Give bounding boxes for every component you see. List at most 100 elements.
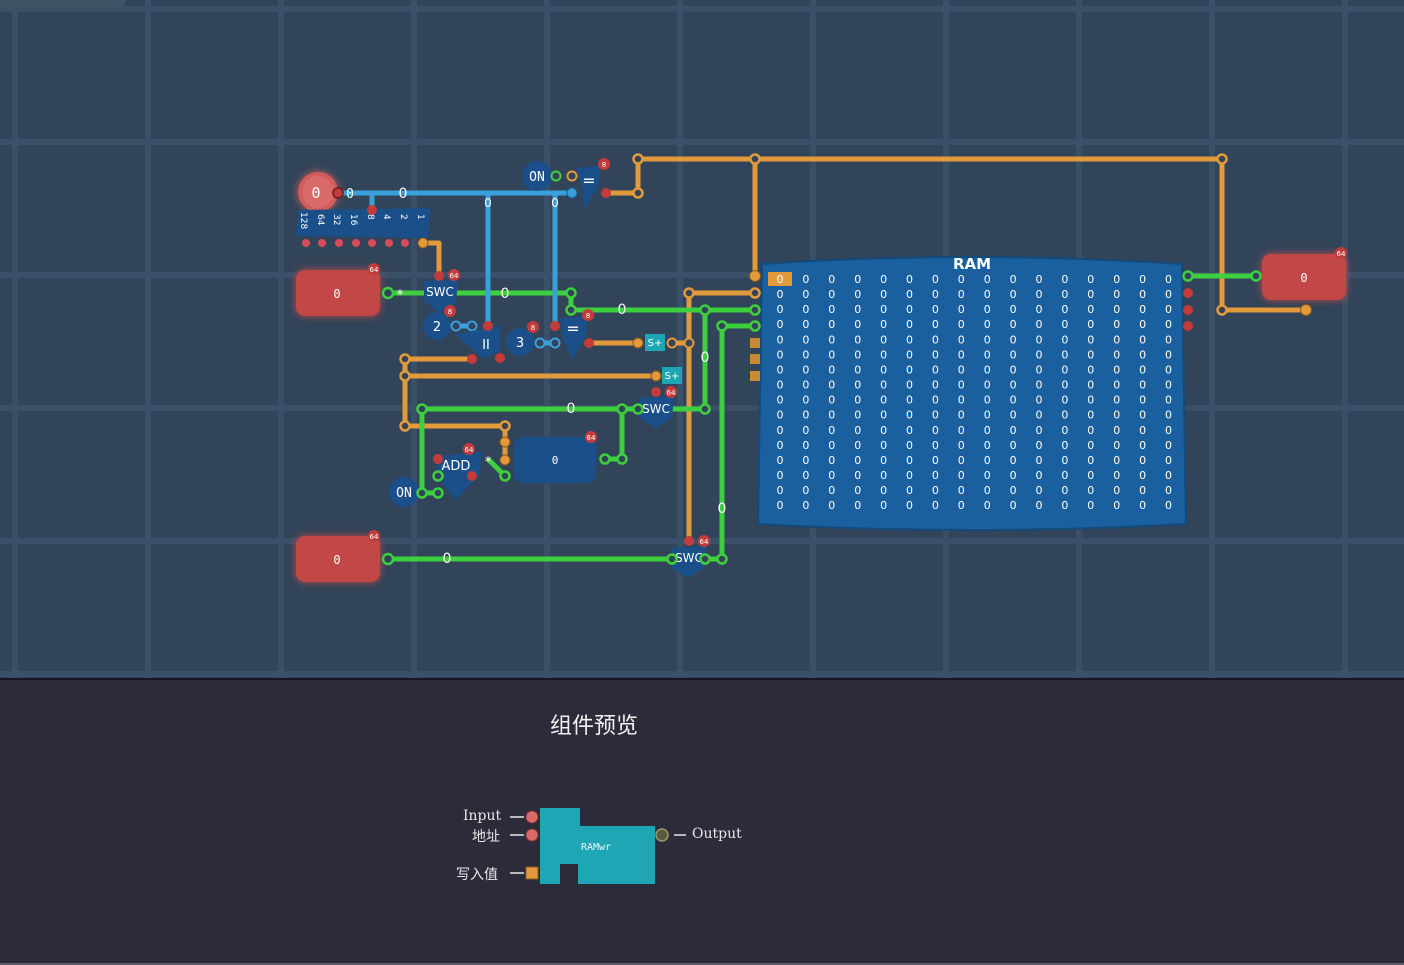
- const-two-node[interactable]: 2 8: [423, 305, 478, 340]
- ram-cell: 0: [1010, 409, 1017, 422]
- ram-cell: 0: [854, 454, 861, 467]
- ram-cell: 0: [802, 318, 809, 331]
- ram-cell: 0: [984, 348, 991, 361]
- ram-cell: 0: [777, 379, 784, 392]
- on-gate-bottom[interactable]: ON: [389, 477, 444, 507]
- output-node[interactable]: 0 64: [1216, 247, 1348, 316]
- circuit-canvas[interactable]: 0 0 0 0 0 0 0 0 0 0 0 128 64 32 16: [0, 0, 1404, 678]
- wire-label: 0: [443, 551, 452, 567]
- ram-cell: 0: [1165, 469, 1172, 482]
- ram-cell: 0: [828, 348, 835, 361]
- wire-label: 0: [551, 196, 559, 210]
- add-gate[interactable]: ADD 64 *: [432, 443, 511, 500]
- ram-cell: 0: [1165, 333, 1172, 346]
- register-value: 0: [552, 454, 559, 467]
- ram-cell: 0: [906, 484, 913, 497]
- wire-label: 0: [567, 401, 576, 417]
- ram-block[interactable]: RAM 0 0 0 0 0 0 0 0 0 0 0 0 0 0 0 0 0 0 0 0 0 0 0 0 0 0 0 0 0 0 0 0 0 0 0 0…: [749, 255, 1194, 531]
- swc-gate-mid[interactable]: SWC 64: [416, 386, 711, 428]
- s-plus-a[interactable]: S+: [632, 334, 695, 351]
- pin-label-write-value: 写入值: [456, 867, 498, 883]
- swc-gate-bottom[interactable]: SWC 64: [565, 287, 728, 579]
- ram-cell: 0: [1139, 424, 1146, 437]
- ram-cell: 0: [880, 499, 887, 512]
- ram-cell: 0: [984, 333, 991, 346]
- bit-label-2: 2: [398, 214, 408, 220]
- ram-cell: 0: [1087, 469, 1094, 482]
- ram-cell: 0: [802, 469, 809, 482]
- bits-badge-64: 64: [667, 389, 676, 397]
- ram-cell: 0: [932, 454, 939, 467]
- swc-gate-top[interactable]: SWC 64 *: [397, 269, 577, 313]
- ram-cell: 0: [958, 288, 965, 301]
- ram-cell: 0: [777, 454, 784, 467]
- swc-label: SWC: [426, 285, 454, 299]
- ram-cell: 0: [1165, 454, 1172, 467]
- preview-component: RAMwr: [510, 808, 686, 884]
- ram-cell: 0: [1036, 499, 1043, 512]
- ram-cell: 0: [1010, 379, 1017, 392]
- ram-cell: 0: [854, 424, 861, 437]
- bit-splitter[interactable]: 128 64 32 16 8 4 2 1: [296, 205, 430, 249]
- ram-cell: 0: [932, 484, 939, 497]
- ram-cell: 0: [854, 333, 861, 346]
- ram-cell: 0: [958, 454, 965, 467]
- ram-cell: 0: [1036, 303, 1043, 316]
- ram-cell: 0: [854, 394, 861, 407]
- bit-label-32: 32: [331, 214, 341, 225]
- ram-cell: 0: [1061, 288, 1068, 301]
- ram-cell: 0: [984, 273, 991, 286]
- pause-gate[interactable]: II: [399, 321, 506, 432]
- bit-label-8: 8: [365, 214, 375, 220]
- ram-cell: 0: [828, 303, 835, 316]
- const-three-node[interactable]: 3 8: [506, 321, 546, 356]
- address-input-wire-value: 0: [346, 187, 354, 202]
- ram-cell: 0: [958, 409, 965, 422]
- address-input-node[interactable]: 0 0: [298, 172, 354, 212]
- component-preview-panel: 组件预览 RAMwr Input 地址 写入值 Output: [0, 680, 1404, 965]
- ram-cell: 0: [777, 409, 784, 422]
- ram-cell: 0: [984, 409, 991, 422]
- register-node[interactable]: 0 64: [499, 420, 628, 484]
- ram-cell: 0: [854, 348, 861, 361]
- ram-cell: 0: [1010, 364, 1017, 377]
- ram-cell: 0: [1036, 379, 1043, 392]
- data-input-node[interactable]: 0 64: [296, 530, 395, 582]
- ram-cell: 0: [1113, 469, 1120, 482]
- preview-title: 组件预览: [549, 714, 638, 739]
- ram-cell: 0: [932, 273, 939, 286]
- ram-cell: 0: [984, 424, 991, 437]
- write-value-input-node[interactable]: 0 64: [296, 263, 395, 316]
- ram-cell: 0: [1087, 333, 1094, 346]
- ram-cell: 0: [1139, 394, 1146, 407]
- ram-title: RAM: [953, 255, 991, 273]
- ram-cell: 0: [906, 288, 913, 301]
- ram-cell: 0: [958, 333, 965, 346]
- ram-cell: 0: [1087, 454, 1094, 467]
- bits-badge-64: 64: [587, 434, 596, 442]
- equals-gate-mid[interactable]: = 8: [549, 309, 594, 360]
- data-input-value: 0: [333, 553, 340, 567]
- bits-badge-8: 8: [602, 161, 606, 169]
- wire-labels: 0 0 0 0 0 0 0 0 0: [399, 186, 727, 567]
- on-gate-top[interactable]: ON: [522, 161, 578, 191]
- ram-cell: 0: [880, 439, 887, 452]
- equals-gate-top[interactable]: = 8: [566, 153, 1228, 211]
- ram-cell: 0: [906, 333, 913, 346]
- ram-cell: 0: [958, 484, 965, 497]
- ram-cell: 0: [958, 348, 965, 361]
- ram-cell: 0: [1165, 424, 1172, 437]
- ram-cell: 0: [777, 439, 784, 452]
- s-plus-b[interactable]: S+: [650, 367, 682, 384]
- ram-cell: 0: [1113, 303, 1120, 316]
- ram-cell: 0: [880, 379, 887, 392]
- ram-cell: 0: [880, 303, 887, 316]
- ram-cell: 0: [1087, 424, 1094, 437]
- ram-cell: 0: [1036, 364, 1043, 377]
- circuit-diagram[interactable]: 0 0 0 0 0 0 0 0 0 0 0 128 64 32 16: [0, 0, 1404, 678]
- ram-cell: 0: [828, 273, 835, 286]
- canvas-top-tab[interactable]: [0, 0, 126, 8]
- ram-cell: 0: [828, 469, 835, 482]
- ram-cell: 0: [828, 424, 835, 437]
- ram-cell: 0: [777, 499, 784, 512]
